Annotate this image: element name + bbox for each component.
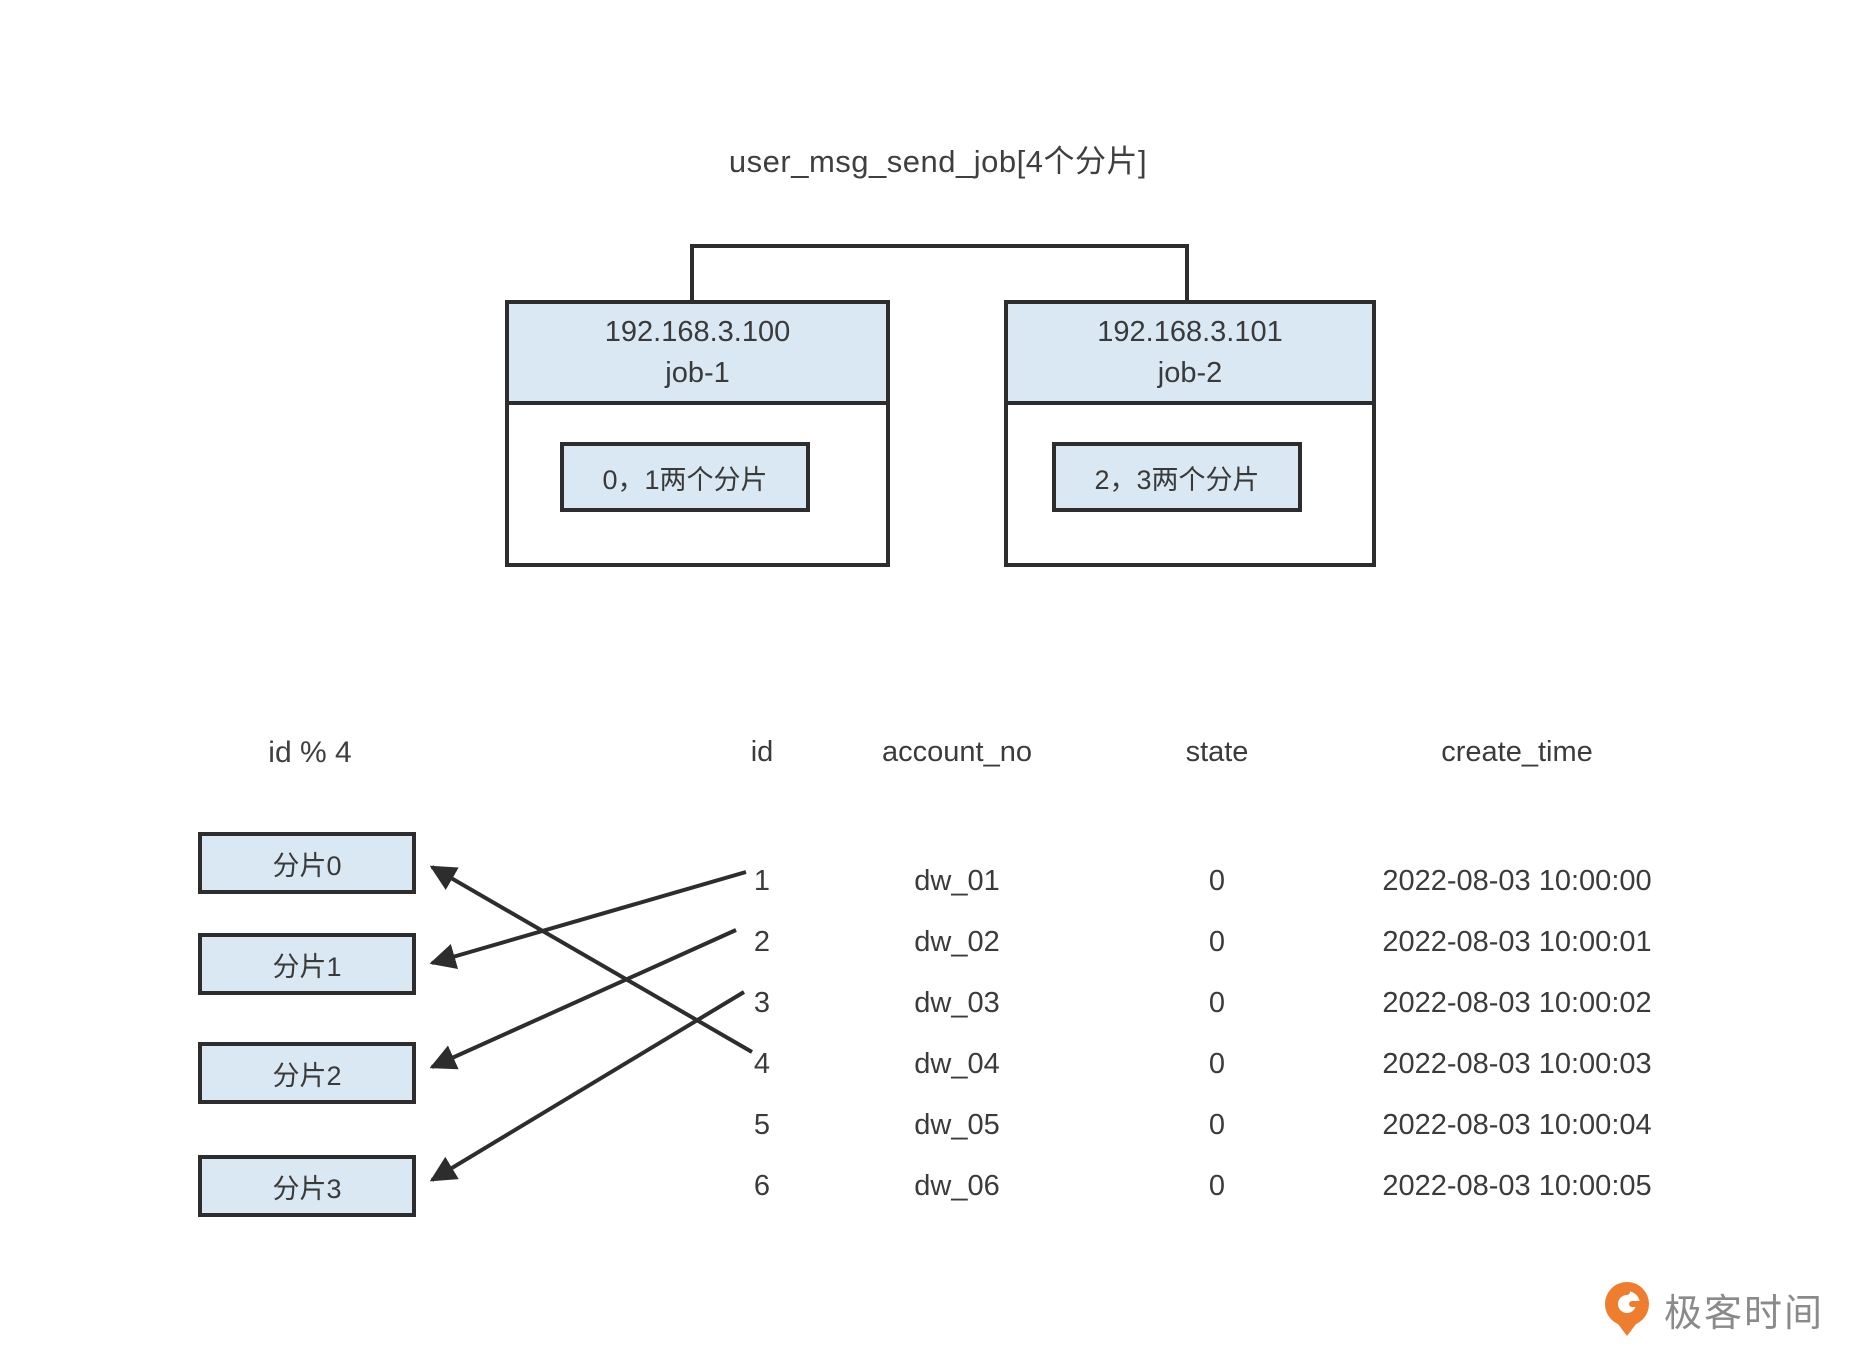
geektime-logo-text: 极客时间: [1664, 1292, 1825, 1335]
shard-box-2: 分片2: [198, 1042, 416, 1104]
cell-state: 0: [1208, 865, 1226, 897]
job-node-1-ip: 192.168.3.100: [604, 315, 791, 348]
job-node-2-shard-range: 2，3两个分片: [1052, 442, 1302, 512]
modulo-label: id % 4: [268, 735, 352, 769]
job-node-1-name: job-1: [665, 356, 730, 389]
cell-state: 0: [1208, 926, 1226, 958]
cell-id: 6: [753, 1170, 771, 1202]
job-node-1-header: 192.168.3.100 job-1: [509, 304, 886, 405]
table-header-state: state: [1185, 736, 1249, 768]
table-row: 6 dw_06 0 2022-08-03 10:00:05: [692, 1156, 1682, 1217]
table-header-create-time: create_time: [1441, 736, 1593, 768]
job-node-2-name: job-2: [1157, 356, 1223, 389]
job-node-1: 192.168.3.100 job-1 0，1两个分片: [505, 300, 890, 567]
diagram-title: user_msg_send_job[4个分片]: [728, 144, 1148, 179]
table-header-row: id account_no state create_time: [692, 722, 1682, 783]
cell-create-time: 2022-08-03 10:00:03: [1382, 1048, 1652, 1080]
table-row: 2 dw_02 0 2022-08-03 10:00:01: [692, 912, 1682, 973]
job-node-2-ip: 192.168.3.101: [1097, 315, 1283, 348]
shard-box-0: 分片0: [198, 832, 416, 894]
cell-id: 1: [753, 865, 771, 897]
table-header-account-no: account_no: [882, 736, 1032, 768]
cell-id: 5: [753, 1109, 771, 1141]
cell-account-no: dw_05: [914, 1109, 1000, 1141]
table-row: 4 dw_04 0 2022-08-03 10:00:03: [692, 1034, 1682, 1095]
cell-create-time: 2022-08-03 10:00:00: [1382, 865, 1652, 897]
cell-state: 0: [1208, 1048, 1226, 1080]
cell-create-time: 2022-08-03 10:00:05: [1382, 1170, 1652, 1202]
table-header-id: id: [750, 736, 774, 768]
cell-account-no: dw_04: [914, 1048, 1000, 1080]
cell-create-time: 2022-08-03 10:00:01: [1382, 926, 1652, 958]
cell-id: 4: [753, 1048, 771, 1080]
geektime-logo: 极客时间: [1600, 1278, 1824, 1340]
cell-account-no: dw_06: [914, 1170, 1000, 1202]
cell-id: 2: [753, 926, 771, 958]
cell-create-time: 2022-08-03 10:00:02: [1382, 987, 1652, 1019]
shard-box-1: 分片1: [198, 933, 416, 995]
cell-account-no: dw_01: [914, 865, 1000, 897]
job-node-1-shard-range: 0，1两个分片: [560, 442, 810, 512]
cell-state: 0: [1208, 1109, 1226, 1141]
cell-account-no: dw_03: [914, 987, 1000, 1019]
geektime-logo-icon: [1605, 1282, 1649, 1336]
table-row: 5 dw_05 0 2022-08-03 10:00:04: [692, 1095, 1682, 1156]
job-node-2: 192.168.3.101 job-2 2，3两个分片: [1004, 300, 1376, 567]
table-row: 3 dw_03 0 2022-08-03 10:00:02: [692, 973, 1682, 1034]
cell-state: 0: [1208, 987, 1226, 1019]
cell-id: 3: [753, 987, 771, 1019]
cell-create-time: 2022-08-03 10:00:04: [1382, 1109, 1652, 1141]
cell-state: 0: [1208, 1170, 1226, 1202]
job-node-2-header: 192.168.3.101 job-2: [1008, 304, 1372, 405]
cell-account-no: dw_02: [914, 926, 1000, 958]
shard-box-3: 分片3: [198, 1155, 416, 1217]
table-row: 1 dw_01 0 2022-08-03 10:00:00: [692, 851, 1682, 912]
arrow-id2-to-shard2: [429, 928, 737, 1070]
